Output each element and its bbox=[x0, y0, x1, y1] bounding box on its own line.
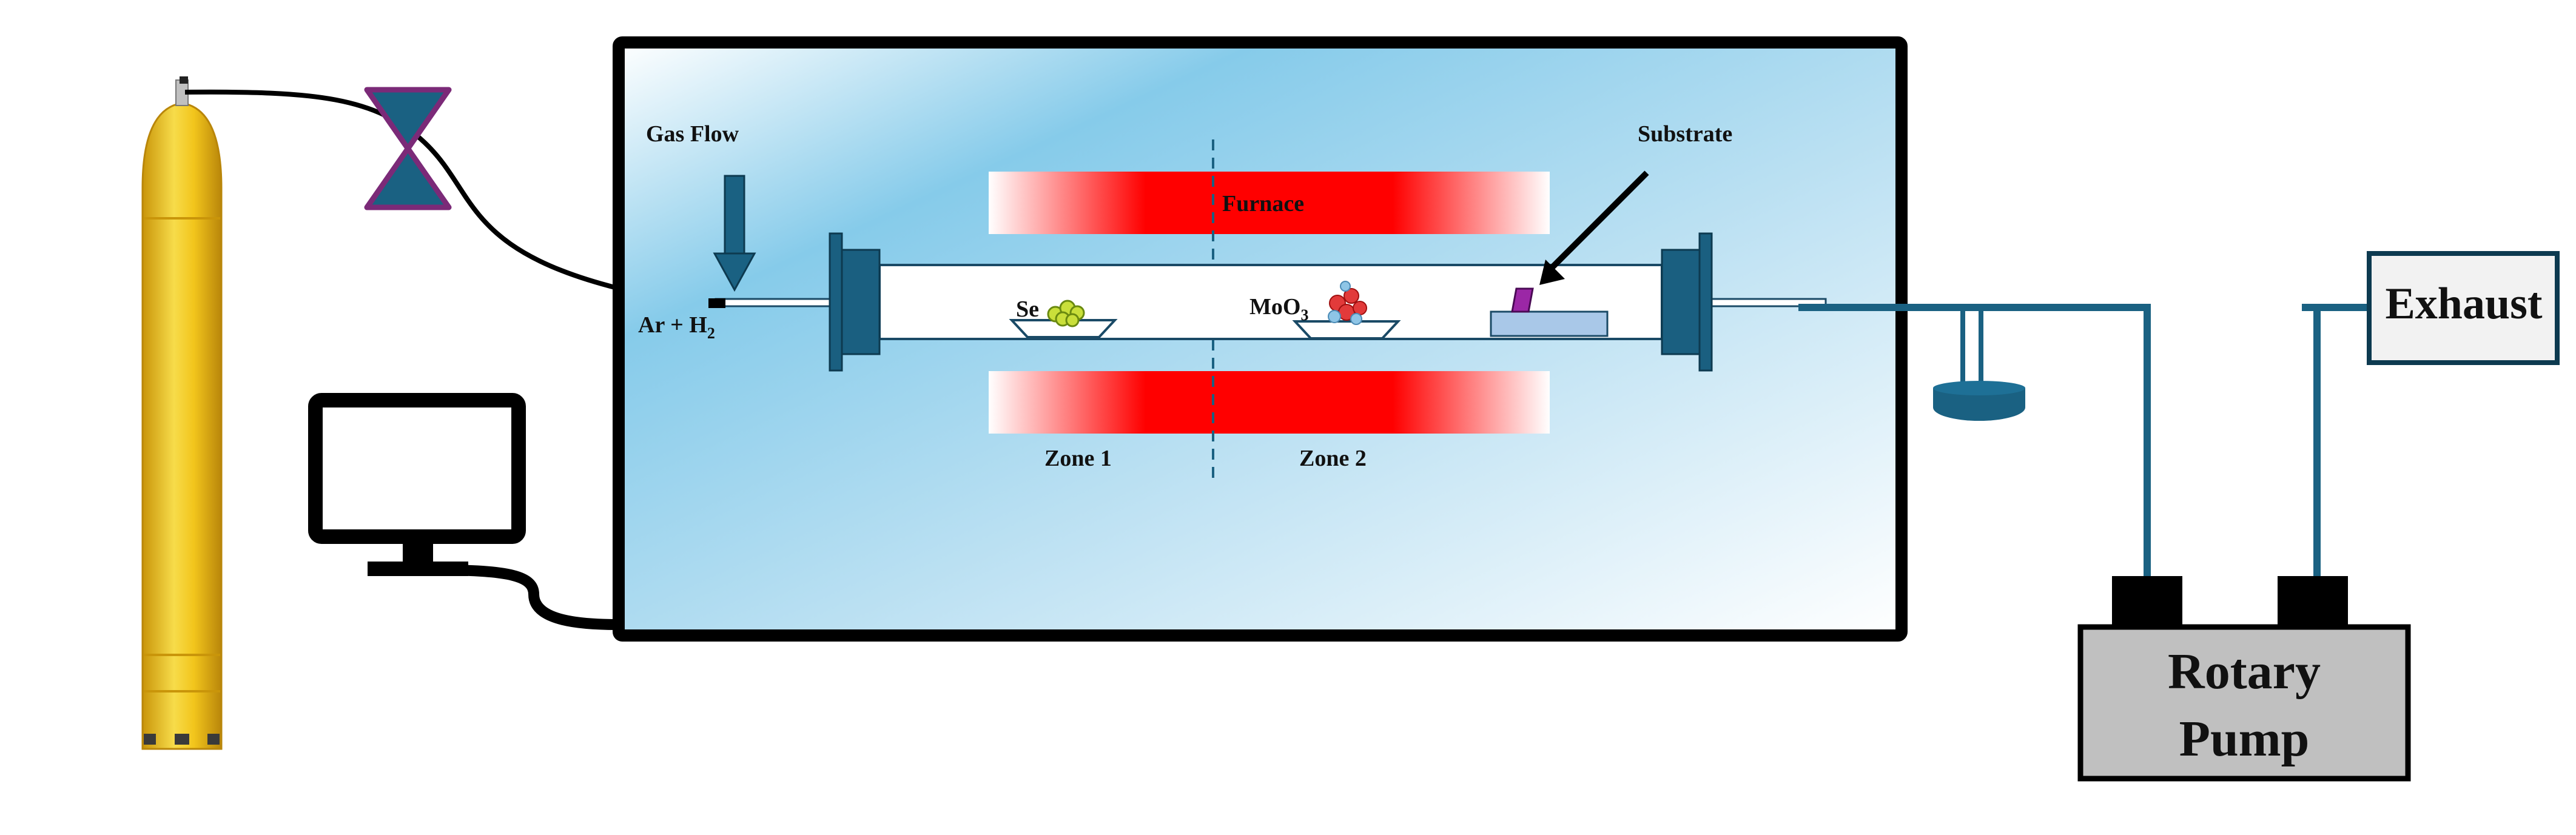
gas-cylinder bbox=[141, 76, 223, 750]
moo3-label: MoO3 bbox=[1249, 294, 1308, 324]
right-flange bbox=[1661, 232, 1713, 372]
se-powder-icon bbox=[1047, 300, 1085, 327]
exhaust-label: Exhaust bbox=[2385, 279, 2542, 329]
exhaust-piping bbox=[1798, 304, 2321, 576]
se-label: Se bbox=[1016, 297, 1039, 322]
ar-h2-label: Ar + H2 bbox=[638, 312, 715, 342]
pump-label-line1: Rotary bbox=[2168, 643, 2321, 700]
rotary-pump-body bbox=[2077, 624, 2411, 782]
gas-inlet-nozzle bbox=[708, 298, 725, 308]
gas-flow-arrow-icon bbox=[713, 175, 756, 292]
furnace-label: Furnace bbox=[1222, 191, 1304, 216]
pressure-gauge-icon bbox=[1933, 381, 2025, 421]
se-boat bbox=[1009, 300, 1118, 338]
moo3-powder-icon bbox=[1328, 281, 1367, 325]
moo3-boat bbox=[1292, 281, 1401, 340]
substrate-holder bbox=[1490, 310, 1609, 337]
exhaust-box bbox=[2367, 251, 2560, 365]
pump-label-line2: Pump bbox=[2179, 711, 2310, 767]
heater-top bbox=[989, 172, 1550, 234]
monitor-cable bbox=[436, 565, 619, 630]
gas-flow-label: Gas Flow bbox=[646, 121, 739, 147]
pump-port-left bbox=[2112, 576, 2182, 627]
heater-bottom bbox=[989, 371, 1550, 434]
computer-monitor-icon bbox=[308, 393, 526, 576]
pump-port-right bbox=[2278, 576, 2348, 627]
substrate-arrow-icon bbox=[1539, 170, 1649, 285]
substrate-label: Substrate bbox=[1638, 121, 1732, 147]
zone2-label: Zone 2 bbox=[1299, 446, 1367, 471]
left-flange bbox=[829, 232, 881, 372]
inlet-tube bbox=[715, 298, 838, 307]
substrate-sample bbox=[1511, 287, 1534, 313]
valve-icon bbox=[364, 87, 452, 210]
zone1-label: Zone 1 bbox=[1044, 446, 1112, 471]
